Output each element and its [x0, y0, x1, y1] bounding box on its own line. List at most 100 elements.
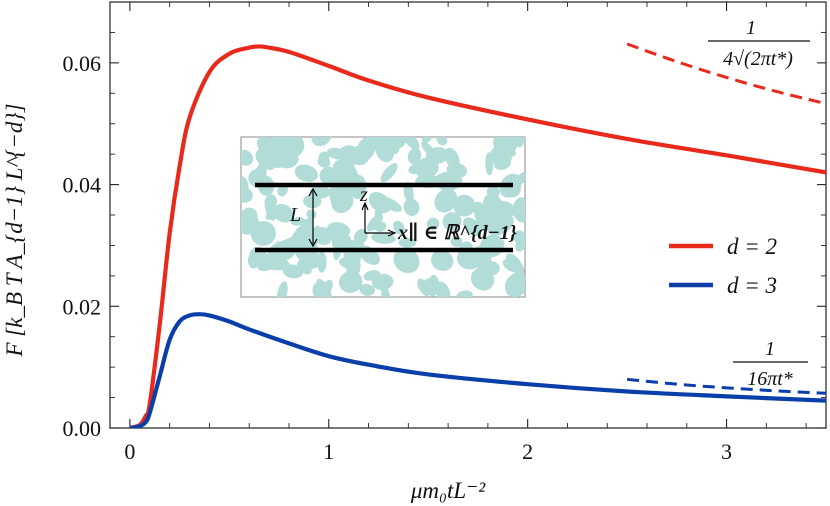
texture-blob [442, 212, 462, 231]
inset-z-arrow-head [361, 201, 369, 211]
texture-blob [506, 253, 525, 277]
texture-blob [512, 197, 525, 223]
texture-blob [241, 149, 254, 166]
texture-blob [474, 204, 499, 223]
texture-blob [282, 137, 294, 147]
texture-blob [350, 145, 370, 166]
texture-blob [292, 230, 306, 242]
texture-blob [359, 283, 375, 296]
texture-blob [421, 141, 435, 157]
texture-blob [366, 214, 383, 232]
texture-blob [407, 147, 422, 165]
texture-blob [504, 273, 525, 297]
inset-L-label: L [289, 204, 301, 226]
texture-blob [290, 217, 305, 226]
annotation-d2: 1 4√(2πt*) [708, 17, 810, 70]
annotation-d3: 1 16πt* [733, 338, 808, 390]
texture-blob [312, 282, 324, 297]
texture-blob [319, 166, 338, 185]
texture-blob [331, 190, 354, 214]
legend-label-d2: d = 2 [727, 234, 777, 259]
texture-blob [271, 137, 281, 152]
texture-blob [434, 188, 458, 213]
texture-blob [427, 274, 440, 297]
tick-labels: 0 1 2 3 0.00 0.02 0.04 0.06 [63, 51, 733, 464]
y-tick-label: 0.04 [63, 173, 102, 198]
legend: d = 2 d = 3 [669, 234, 777, 298]
texture-blob [398, 237, 417, 248]
texture-blob [241, 176, 249, 199]
annotation-d2-denominator: 4√(2πt*) [723, 48, 793, 70]
texture-blob [353, 228, 368, 245]
texture-blob [274, 148, 299, 169]
texture-blob [309, 185, 331, 199]
texture-blob [486, 185, 500, 199]
texture-blob [277, 281, 288, 297]
texture-blob [314, 227, 333, 246]
texture-blob [250, 221, 276, 246]
series-line-1 [129, 312, 826, 428]
texture-blob [327, 222, 351, 238]
texture-blob [393, 220, 405, 235]
inset-L-arrow-head-top [308, 187, 318, 197]
texture-blob [338, 257, 361, 270]
texture-blob [453, 194, 476, 217]
texture-blob [512, 230, 525, 243]
y-tick-label: 0.00 [63, 416, 102, 441]
texture-blob [506, 137, 524, 147]
inset-z-label: z [359, 184, 368, 206]
series-line-3 [626, 377, 826, 395]
texture-blob [317, 251, 327, 273]
texture-blob [417, 278, 431, 297]
texture-blob [306, 209, 317, 220]
texture-blob [371, 137, 392, 152]
texture-blob [317, 156, 331, 168]
ticks [110, 1, 826, 429]
texture-blob [241, 207, 258, 226]
texture-blob [450, 236, 463, 247]
texture-blob [456, 290, 473, 297]
x-tick-label: 3 [721, 439, 732, 464]
texture-blob [332, 159, 348, 177]
y-tick-label: 0.06 [63, 51, 102, 76]
texture-blob [470, 267, 495, 291]
texture-blob [264, 198, 276, 221]
series-layer [129, 42, 826, 428]
texture-blob [368, 192, 391, 214]
texture-blob [247, 250, 261, 269]
texture-blob [282, 264, 304, 279]
texture-blob [311, 137, 332, 147]
texture-blob [294, 164, 318, 182]
texture-blob [338, 271, 363, 293]
x-tick-label: 2 [522, 439, 533, 464]
texture-blob [421, 137, 433, 143]
texture-blob [380, 163, 398, 183]
texture-blob [389, 137, 400, 154]
legend-label-d3: d = 3 [727, 273, 777, 298]
x-axis-label: μm₀tL⁻² [410, 478, 486, 503]
inset-L-arrow-head-bottom [308, 238, 318, 248]
series-line-0 [129, 44, 826, 428]
x-tick-label: 1 [323, 439, 334, 464]
texture-blob [393, 247, 420, 274]
x-tick-label: 0 [124, 439, 135, 464]
y-tick-label: 0.02 [63, 294, 102, 319]
annotation-d2-numerator: 1 [746, 17, 756, 39]
y-axis-label: F [k_B T A_{d−1} L^{−d}] [2, 103, 27, 357]
texture-blob [490, 145, 513, 166]
texture-blob [403, 137, 420, 150]
inset: L z x∥ ∈ ℝ^{d−1} [240, 136, 526, 298]
inset-x-arrow-head [387, 229, 397, 237]
inset-texture [241, 137, 525, 297]
texture-blob [381, 287, 391, 297]
texture-blob [326, 147, 349, 160]
texture-blob [273, 203, 294, 223]
texture-blob [403, 198, 420, 217]
inset-coordinate-label: x∥ ∈ ℝ^{d−1} [397, 222, 517, 244]
texture-blob [274, 251, 287, 264]
texture-blob [456, 248, 481, 270]
texture-blob [430, 250, 454, 271]
annotation-d3-numerator: 1 [765, 338, 775, 360]
annotation-d3-denominator: 16πt* [747, 368, 793, 390]
